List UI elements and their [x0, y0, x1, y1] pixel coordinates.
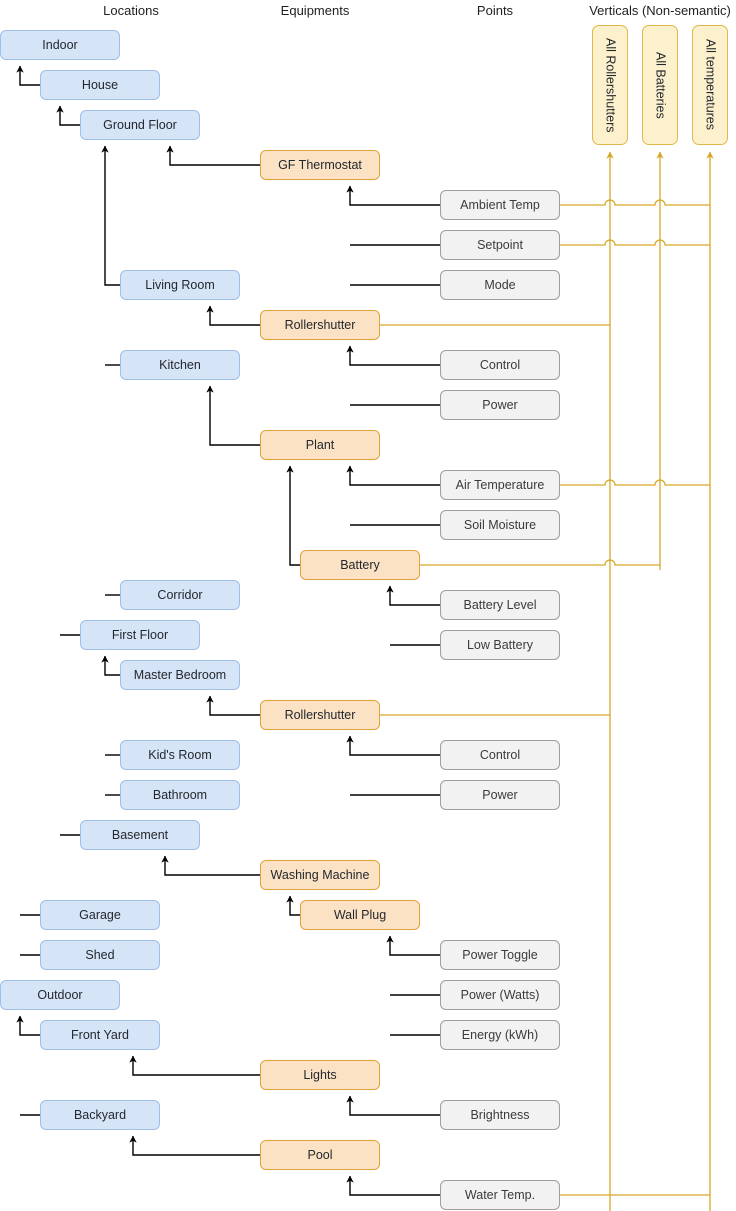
- location-node-ground-floor[interactable]: Ground Floor: [80, 110, 200, 140]
- equipment-node-washing-machine[interactable]: Washing Machine: [260, 860, 380, 890]
- point-node-mode[interactable]: Mode: [440, 270, 560, 300]
- location-node-bathroom[interactable]: Bathroom: [120, 780, 240, 810]
- vertical-node-all-batteries[interactable]: All Batteries: [642, 25, 678, 145]
- location-node-house[interactable]: House: [40, 70, 160, 100]
- point-node-power-watts[interactable]: Power (Watts): [440, 980, 560, 1010]
- point-node-energy-kwh[interactable]: Energy (kWh): [440, 1020, 560, 1050]
- column-header-verticals: Verticals (Non-semantic): [589, 3, 731, 18]
- vertical-node-all-temperatures[interactable]: All temperatures: [692, 25, 728, 145]
- point-node-setpoint[interactable]: Setpoint: [440, 230, 560, 260]
- point-node-battery-level[interactable]: Battery Level: [440, 590, 560, 620]
- vertical-edges: [380, 151, 714, 1211]
- column-header-points: Points: [476, 3, 514, 18]
- location-node-indoor[interactable]: Indoor: [0, 30, 120, 60]
- point-node-power-1[interactable]: Power: [440, 390, 560, 420]
- equipment-node-pool[interactable]: Pool: [260, 1140, 380, 1170]
- location-node-corridor[interactable]: Corridor: [120, 580, 240, 610]
- equipment-node-plant[interactable]: Plant: [260, 430, 380, 460]
- point-node-water-temp[interactable]: Water Temp.: [440, 1180, 560, 1210]
- equipment-node-rollershutter-living-room[interactable]: Rollershutter: [260, 310, 380, 340]
- point-node-power-toggle[interactable]: Power Toggle: [440, 940, 560, 970]
- location-node-master-bedroom[interactable]: Master Bedroom: [120, 660, 240, 690]
- point-node-air-temperature[interactable]: Air Temperature: [440, 470, 560, 500]
- point-node-low-battery[interactable]: Low Battery: [440, 630, 560, 660]
- location-node-outdoor[interactable]: Outdoor: [0, 980, 120, 1010]
- location-node-first-floor[interactable]: First Floor: [80, 620, 200, 650]
- location-node-basement[interactable]: Basement: [80, 820, 200, 850]
- location-node-backyard[interactable]: Backyard: [40, 1100, 160, 1130]
- location-node-shed[interactable]: Shed: [40, 940, 160, 970]
- equipment-node-rollershutter-master-bedroom[interactable]: Rollershutter: [260, 700, 380, 730]
- point-node-brightness[interactable]: Brightness: [440, 1100, 560, 1130]
- equipment-node-wall-plug[interactable]: Wall Plug: [300, 900, 420, 930]
- point-node-control-2[interactable]: Control: [440, 740, 560, 770]
- equipment-node-gf-thermostat[interactable]: GF Thermostat: [260, 150, 380, 180]
- vertical-node-all-rollershutters[interactable]: All Rollershutters: [592, 25, 628, 145]
- point-node-ambient-temp[interactable]: Ambient Temp: [440, 190, 560, 220]
- equipment-node-battery[interactable]: Battery: [300, 550, 420, 580]
- column-header-locations: Locations: [103, 3, 159, 18]
- point-node-soil-moisture[interactable]: Soil Moisture: [440, 510, 560, 540]
- point-node-control-1[interactable]: Control: [440, 350, 560, 380]
- location-node-front-yard[interactable]: Front Yard: [40, 1020, 160, 1050]
- location-node-kids-room[interactable]: Kid's Room: [120, 740, 240, 770]
- point-node-power-2[interactable]: Power: [440, 780, 560, 810]
- location-node-living-room[interactable]: Living Room: [120, 270, 240, 300]
- equipment-node-lights[interactable]: Lights: [260, 1060, 380, 1090]
- column-header-equipments: Equipments: [280, 3, 350, 18]
- location-node-kitchen[interactable]: Kitchen: [120, 350, 240, 380]
- location-node-garage[interactable]: Garage: [40, 900, 160, 930]
